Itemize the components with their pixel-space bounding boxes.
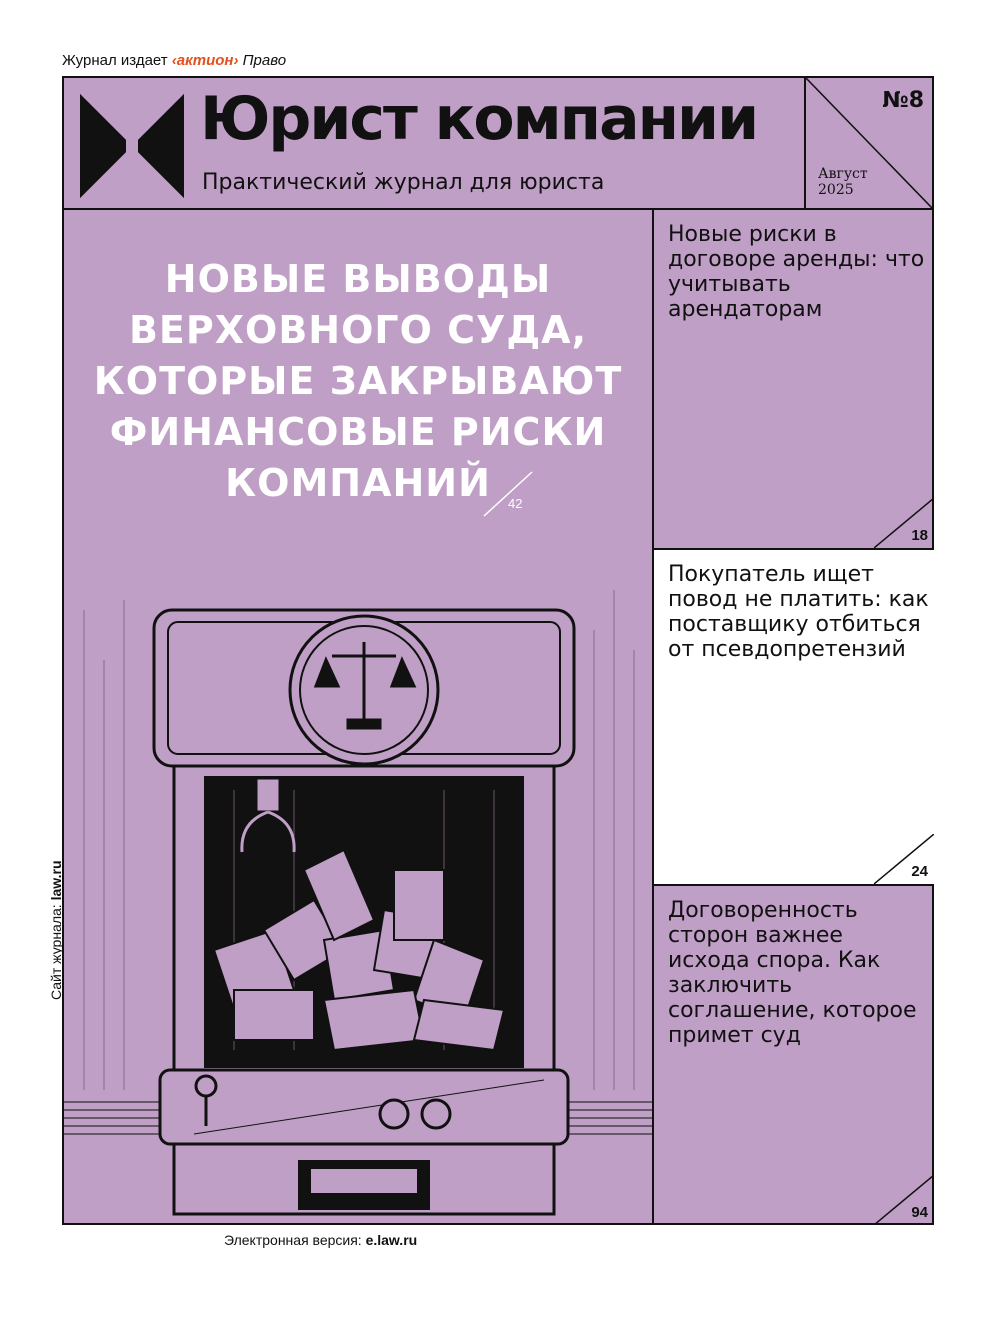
slash-icon — [483, 471, 533, 517]
article-page-marker-3: 94 — [873, 1174, 935, 1226]
electronic-version-line: Электронная версия: e.law.ru — [224, 1232, 417, 1248]
slash-icon — [873, 833, 935, 885]
publisher-line: Журнал издает ‹актион› Право — [62, 52, 286, 69]
site-url[interactable]: law.ru — [48, 860, 64, 901]
publisher-prefix: Журнал издает — [62, 52, 168, 69]
publisher-brand: ‹актион› — [171, 52, 239, 69]
article-title-1: Новые риски в договоре аренды: что учиты… — [668, 222, 925, 322]
publisher-suffix: Право — [242, 52, 287, 69]
article-title-2: Покупатель ищет повод не платить: как по… — [668, 562, 929, 662]
headline-page-number: 42 — [508, 496, 523, 511]
site-link-vertical: Сайт журнала: law.ru — [48, 860, 64, 1000]
masthead: Юрист компании Практический журнал для ю… — [64, 78, 932, 210]
article-page-3: 94 — [911, 1204, 928, 1221]
magazine-cover: Юрист компании Практический журнал для ю… — [62, 76, 935, 1226]
double-triangle-logo-icon — [80, 94, 184, 198]
eversion-url[interactable]: e.law.ru — [365, 1232, 418, 1248]
eversion-label: Электронная версия: — [224, 1232, 362, 1248]
issue-divider-line — [806, 78, 932, 208]
article-panel-1: Новые риски в договоре аренды: что учиты… — [652, 210, 935, 550]
issue-number: №8 — [882, 88, 924, 113]
headline-page-marker: 42 — [478, 470, 538, 520]
slash-icon — [873, 497, 935, 549]
article-panel-3: Договоренность сторон важнее исхода спор… — [652, 886, 935, 1226]
article-page-marker-2: 24 — [873, 833, 935, 885]
article-page-1: 18 — [911, 527, 928, 544]
issue-year: 2025 — [818, 182, 854, 198]
issue-month: Август — [818, 166, 868, 182]
magazine-title: Юрист компании — [200, 84, 759, 154]
article-page-marker-1: 18 — [873, 497, 935, 549]
claw-machine-with-scales-icon — [64, 590, 652, 1216]
site-label: Сайт журнала: — [48, 904, 64, 1000]
article-page-2: 24 — [911, 863, 928, 880]
article-title-3: Договоренность сторон важнее исхода спор… — [668, 898, 917, 1048]
cover-headline: Новые выводы Верховного суда, которые за… — [93, 257, 623, 505]
article-panel-2: Покупатель ищет повод не платить: как по… — [652, 550, 935, 886]
slash-icon — [873, 1174, 935, 1226]
issue-box: №8 Август 2025 — [804, 78, 932, 208]
magazine-subtitle: Практический журнал для юриста — [202, 170, 605, 195]
